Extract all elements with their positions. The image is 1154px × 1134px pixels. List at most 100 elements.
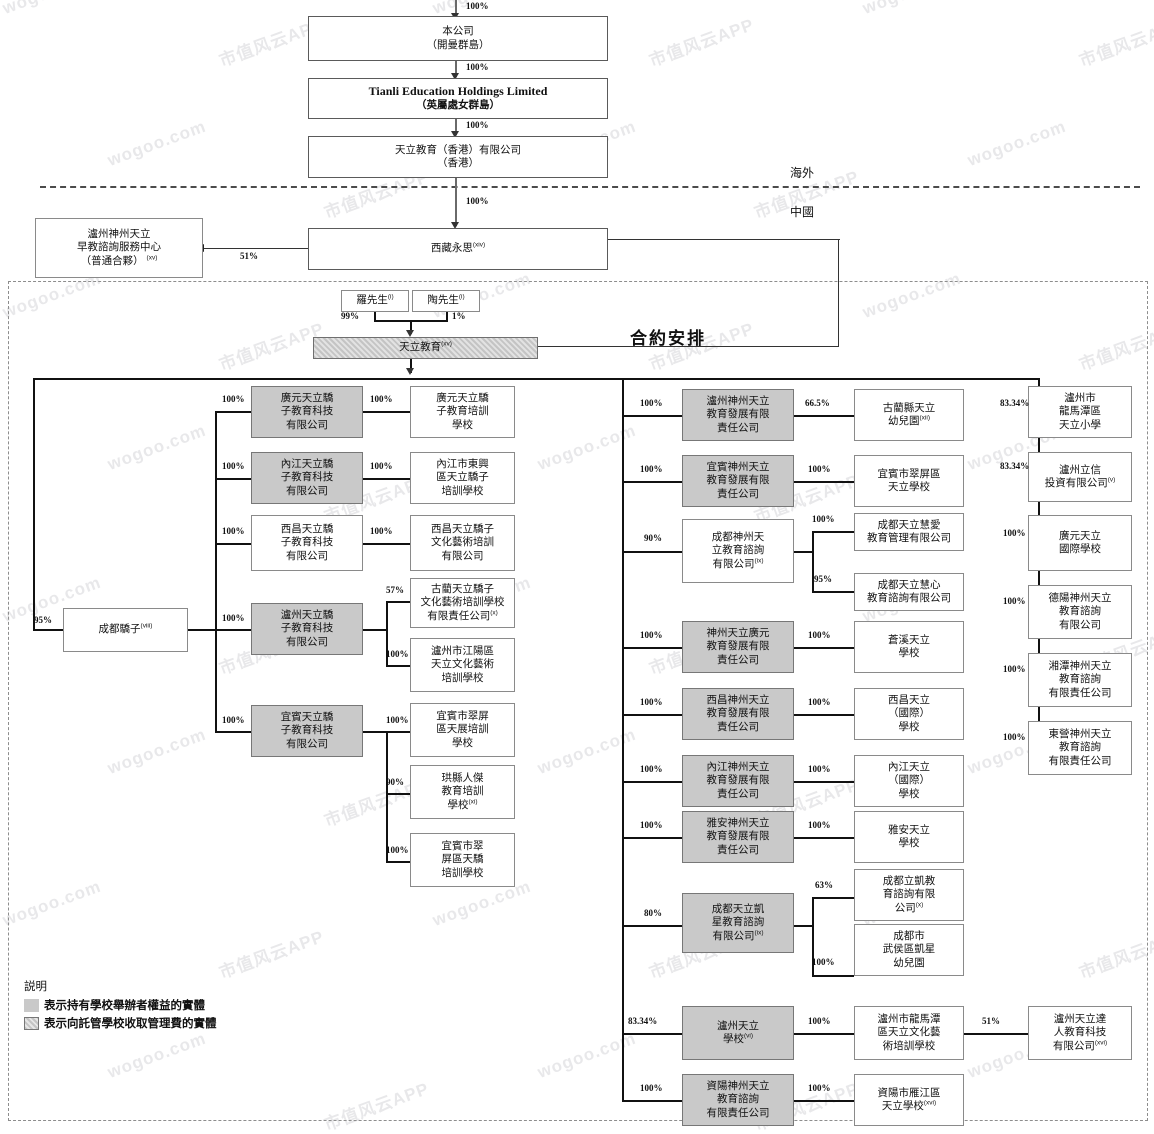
node-r1h-l2: 星教育諮詢 (711, 916, 765, 929)
node-r1-chengdu-kaixing[interactable]: 成都天立凱 星教育諮詢 有限公司(ix) (682, 893, 794, 953)
edge-company-bvi (455, 61, 457, 77)
pct-hk: 100% (466, 196, 489, 206)
legend-item-manager: 表示向託管學校收取管理費的實體 (24, 1015, 217, 1031)
edge-r1f (622, 781, 682, 783)
node-r1d-l3: 責任公司 (717, 653, 759, 666)
node-bvi[interactable]: Tianli Education Holdings Limited （英屬處女群… (308, 78, 608, 119)
node-r1-luzhou-shenzhou[interactable]: 瀘州神州天立 教育發展有限 責任公司 (682, 389, 794, 441)
edge-l2f (386, 731, 410, 733)
node-r2-ziyang-yanjiang-school[interactable]: 資陽市雁江區 天立學校(xvi) (854, 1074, 964, 1126)
node-r1-neijiang-shenzhou[interactable]: 內江神州天立 教育發展有限 責任公司 (682, 755, 794, 807)
node-l2-luzhou-jiangyang[interactable]: 瀘州市江陽區 天立文化藝術 培訓學校 (410, 638, 515, 692)
node-r2b-l2: 天立學校 (888, 481, 930, 493)
node-r3-luzhou-daren[interactable]: 瀘州天立達 人教育科技 有限公司(xvi) (1028, 1006, 1132, 1060)
node-hk-line2: （香港） (437, 157, 479, 169)
node-r3b-sup: (v) (1107, 476, 1116, 484)
node-l2g-sup: (xi) (468, 798, 478, 806)
node-l1-neijiang[interactable]: 內江天立驕 子教育科技 有限公司 (251, 452, 363, 504)
node-r3-xiangtan-shenzhou[interactable]: 湘潭神州天立 教育諮詢 有限責任公司 (1028, 653, 1132, 707)
node-l2d-l2: 文化藝術培訓學校 (420, 596, 505, 609)
node-r2-yaan-school[interactable]: 雅安天立 學校 (854, 811, 964, 863)
node-l2-yibin-tianzhan[interactable]: 宜賓市翠屏 區天展培訓 學校 (410, 703, 515, 757)
node-mr-tao-sup: (i) (458, 293, 465, 301)
node-l1-yibin[interactable]: 宜賓天立驕 子教育科技 有限公司 (251, 705, 363, 757)
node-l2-neijiang-school[interactable]: 內江市東興 區天立驕子 培訓學校 (410, 452, 515, 504)
node-r2-luzhou-longmatan-art[interactable]: 瀘州市龍馬潭 區天立文化藝 術培訓學校 (854, 1006, 964, 1060)
node-center-line1: 瀘州神州天立 (87, 227, 151, 240)
trunk-l1e-children (386, 731, 388, 863)
node-r3-dongying-shenzhou[interactable]: 東營神州天立 教育諮詢 有限責任公司 (1028, 721, 1132, 775)
node-l2e-l3: 培訓學校 (441, 671, 484, 684)
node-chengdu-jiaozi[interactable]: 成都驕子(viii) (63, 608, 188, 652)
node-r1j-l3: 有限責任公司 (706, 1106, 770, 1119)
node-r1h-l3: 有限公司(ix) (712, 929, 764, 942)
node-bvi-line1: Tianli Education Holdings Limited (368, 84, 548, 99)
edge-xizang-right (608, 239, 840, 241)
node-l2g-l3: 學校(xi) (447, 798, 478, 811)
node-mr-luo[interactable]: 羅先生(i) (341, 290, 409, 312)
pct-r1e: 100% (640, 697, 663, 707)
node-r1e-l3: 責任公司 (717, 720, 759, 733)
node-r2-chengdu-huiai[interactable]: 成都天立慧愛 教育管理有限公司 (854, 513, 964, 551)
node-r1a-l2: 教育發展有限 (706, 408, 770, 421)
pct-top: 100% (466, 1, 489, 11)
node-r1-chengdu-shenzhou[interactable]: 成都神州天 立教育諮詢 有限公司(ix) (682, 519, 794, 583)
edge-l2g (386, 793, 410, 795)
node-l2-xichang-art[interactable]: 西昌天立驕子 文化藝術培訓 有限公司 (410, 515, 515, 571)
node-r2k-l3: 術培訓學校 (882, 1039, 936, 1052)
pct-bvi: 100% (466, 120, 489, 130)
node-r3-deyang-shenzhou[interactable]: 德陽神州天立 教育諮詢 有限公司 (1028, 585, 1132, 639)
node-l2d-sup: (x) (490, 609, 498, 617)
node-luzhou-early-center[interactable]: 瀘州神州天立 早教諮詢服務中心 （普通合夥） (xv) (35, 218, 203, 278)
legend-swatch-solid (24, 998, 39, 1012)
node-r2h-l1: 雅安天立 (888, 823, 930, 836)
node-r2-neijiang-intl[interactable]: 內江天立 （國際） 學校 (854, 755, 964, 807)
node-r2e-l1: 蒼溪天立 (888, 633, 930, 646)
node-r3-luzhou-longmatan-primary[interactable]: 瀘州市 龍馬潭區 天立小學 (1028, 386, 1132, 438)
node-r2-cangxi-school[interactable]: 蒼溪天立 學校 (854, 621, 964, 673)
node-r2-chengdu-huixin[interactable]: 成都天立慧心 教育諮詢有限公司 (854, 573, 964, 611)
node-mr-tao[interactable]: 陶先生(i) (412, 290, 480, 312)
node-r1-luzhou-tianli-school[interactable]: 瀘州天立 學校(vi) (682, 1006, 794, 1060)
node-r2-yibin-cuiping-school[interactable]: 宜賓市翠屏區 天立學校 (854, 455, 964, 507)
node-l1b-l2: 子教育科技 (280, 471, 334, 484)
node-r3-guangyuan-intl[interactable]: 廣元天立 國際學校 (1028, 515, 1132, 571)
node-r1g-l3: 責任公司 (717, 843, 759, 856)
watermark-text: wogoo.com (0, 0, 104, 19)
node-r2-chengdu-wuhou-kindergarten[interactable]: 成都市 武侯區凱星 幼兒園 (854, 924, 964, 976)
node-r3-luzhou-lixin[interactable]: 瀘州立信 投資有限公司(v) (1028, 452, 1132, 502)
pct-r2g: 100% (808, 764, 831, 774)
node-r1-yibin-shenzhou[interactable]: 宜賓神州天立 教育發展有限 責任公司 (682, 455, 794, 507)
pct-l2b: 100% (370, 461, 393, 471)
node-l1-xichang[interactable]: 西昌天立驕 子教育科技 有限公司 (251, 515, 363, 571)
node-r2-chengdu-likai[interactable]: 成都立凱教 育諮詢有限 公司(x) (854, 869, 964, 921)
node-r1-ziyang-shenzhou[interactable]: 資陽神州天立 教育諮詢 有限責任公司 (682, 1074, 794, 1126)
node-r1h-sup: (ix) (754, 929, 764, 937)
node-r1-yaan-shenzhou[interactable]: 雅安神州天立 教育發展有限 責任公司 (682, 811, 794, 863)
node-hk[interactable]: 天立教育（香港）有限公司 （香港） (308, 136, 608, 178)
node-r1c-l1: 成都神州天 (711, 530, 765, 543)
node-r1-xichang-shenzhou[interactable]: 西昌神州天立 教育發展有限 責任公司 (682, 688, 794, 740)
node-r2-xichang-intl[interactable]: 西昌天立 （國際） 學校 (854, 688, 964, 740)
node-r2-gulin-kindergarten[interactable]: 古藺縣天立 幼兒園(xii) (854, 389, 964, 441)
edge-r1a (622, 415, 682, 417)
arrow-bvi-hk (451, 131, 459, 138)
edge-r2b (794, 481, 854, 483)
node-l2-gulin-art[interactable]: 古藺天立驕子 文化藝術培訓學校 有限責任公司(x) (410, 578, 515, 628)
pct-center: 51% (240, 251, 258, 261)
node-r2d-l2: 教育諮詢有限公司 (867, 592, 951, 604)
node-xizang[interactable]: 西藏永思(xiv) (308, 228, 608, 270)
node-l1-luzhou[interactable]: 瀘州天立驕 子教育科技 有限公司 (251, 603, 363, 655)
node-l2c-l3: 有限公司 (441, 549, 484, 562)
node-tianli-education[interactable]: 天立教育(xv) (313, 337, 538, 359)
node-l2-gongxian-renjie[interactable]: 珙縣人傑 教育培訓 學校(xi) (410, 765, 515, 819)
pct-r2l: 100% (808, 1083, 831, 1093)
node-r1-shenzhou-guangyuan[interactable]: 神州天立廣元 教育發展有限 責任公司 (682, 621, 794, 673)
node-l2-yibin-tianjiao[interactable]: 宜賓市翠 屏區天驕 培訓學校 (410, 833, 515, 887)
pct-l1a: 100% (222, 394, 245, 404)
node-l2-guangyuan-school[interactable]: 廣元天立驕 子教育培訓 學校 (410, 386, 515, 438)
node-r1c-l2: 立教育諮詢 (711, 544, 765, 557)
node-company[interactable]: 本公司 （開曼群島） (308, 16, 608, 61)
node-l1-guangyuan[interactable]: 廣元天立驕 子教育科技 有限公司 (251, 386, 363, 438)
edge-l1b (215, 478, 251, 480)
